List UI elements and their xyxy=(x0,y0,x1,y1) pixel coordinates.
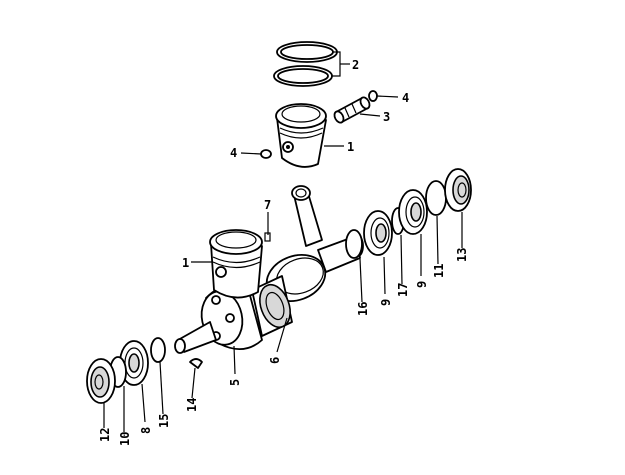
seal-16 xyxy=(345,229,363,259)
callout-12: 12 xyxy=(98,428,112,442)
callout-17: 17 xyxy=(396,283,410,297)
circlip-right xyxy=(368,90,378,102)
piston-rings xyxy=(273,41,338,87)
washer-15 xyxy=(150,337,166,363)
callout-1-lower: 1 xyxy=(182,256,189,270)
callout-2: 2 xyxy=(352,58,359,72)
callout-16: 16 xyxy=(356,302,370,316)
callout-1-top: 1 xyxy=(347,140,354,154)
callout-15: 15 xyxy=(157,414,171,428)
callout-9-right: 9 xyxy=(415,281,429,288)
upper-piston xyxy=(275,103,327,168)
callout-4-right: 4 xyxy=(402,91,409,105)
callout-8: 8 xyxy=(139,427,153,434)
crankshaft xyxy=(174,254,327,354)
leader-lines xyxy=(103,51,463,432)
seal-11 xyxy=(425,180,447,216)
callout-7: 7 xyxy=(264,198,271,212)
callout-5: 5 xyxy=(228,379,242,386)
circlip-left xyxy=(260,149,272,159)
callout-13: 13 xyxy=(455,248,469,262)
callout-14: 14 xyxy=(185,398,199,412)
woodruff-key-14 xyxy=(189,358,203,369)
left-bearing-stack xyxy=(86,337,203,404)
callout-4-left: 4 xyxy=(230,146,237,160)
connecting-rod xyxy=(291,185,323,247)
lower-piston xyxy=(209,229,263,299)
callout-10: 10 xyxy=(118,432,132,446)
wrist-pin xyxy=(333,96,371,124)
callout-labels: 2 4 3 1 4 1 7 13 11 9 17 9 16 6 5 14 15 … xyxy=(98,58,469,446)
right-bearing-stack xyxy=(345,168,472,259)
callout-11: 11 xyxy=(432,264,446,278)
callout-6: 6 xyxy=(268,357,282,364)
callout-9-left: 9 xyxy=(379,299,393,306)
callout-3: 3 xyxy=(383,110,390,124)
